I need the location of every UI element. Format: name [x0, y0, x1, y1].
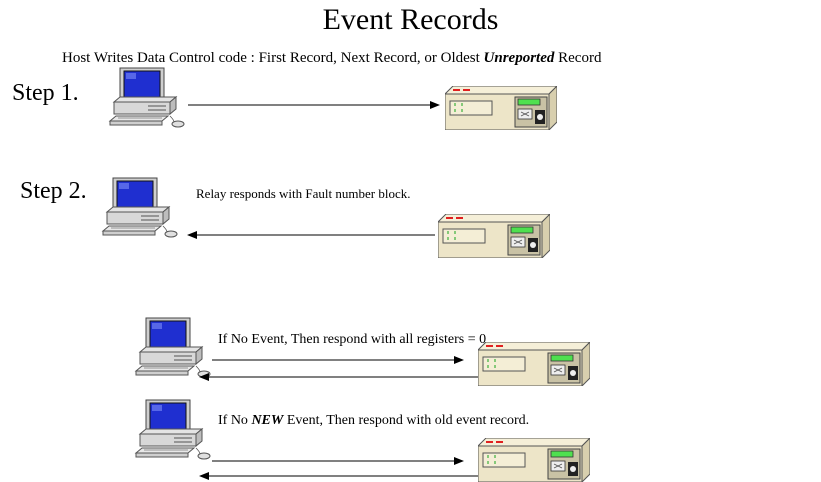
step-2-note: Relay responds with Fault number block. [196, 186, 411, 201]
subtitle-emphasis: Unreported [483, 50, 555, 66]
page-title: Event Records [322, 3, 499, 36]
scenario-no-event-text: If No Event, Then respond with all regis… [218, 332, 486, 348]
arrow-left-head [187, 231, 197, 239]
scenario-2-emphasis: NEW [251, 413, 284, 428]
relay-icon [478, 342, 590, 386]
step-1-label: Step 1. [12, 80, 79, 106]
relay-icon [445, 86, 557, 130]
scenario-no-new-event-text: If No NEW Event, Then respond with old e… [218, 413, 529, 429]
step-2-label: Step 2. [20, 178, 87, 204]
computer-icon [135, 399, 211, 460]
subtitle-text: Host Writes Data Control code : First Re… [62, 50, 484, 66]
arrow-right-head [454, 356, 464, 364]
computer-icon [135, 317, 211, 378]
arrow-left-head [199, 472, 209, 480]
computer-icon [102, 177, 178, 238]
arrow-right-head [454, 457, 464, 465]
subtitle-tail: Record [554, 50, 602, 66]
relay-icon [478, 438, 590, 482]
relay-icon [438, 214, 550, 258]
scenario-2-text-a: If No [218, 413, 252, 428]
arrow-left-head [199, 373, 209, 381]
scenario-1-text: If No Event, Then respond with all regis… [218, 332, 487, 347]
subtitle: Host Writes Data Control code : First Re… [62, 50, 601, 67]
computer-icon [109, 67, 185, 128]
scenario-2-text-b: Event, Then respond with old event recor… [283, 413, 530, 428]
arrow-right-head [430, 101, 440, 109]
